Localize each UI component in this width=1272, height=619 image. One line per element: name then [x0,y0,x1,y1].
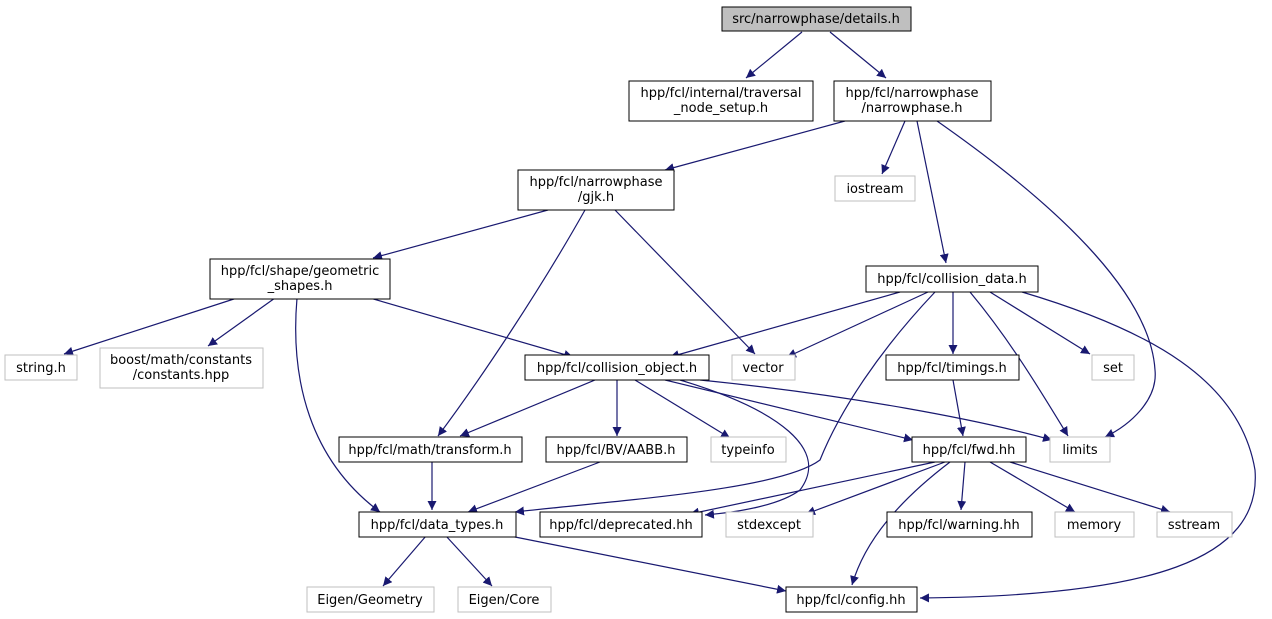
edge-gjk-to-geom [372,209,549,260]
node-typeinfo[interactable]: typeinfo [710,436,787,463]
svg-text:hpp/fcl/timings.h: hpp/fcl/timings.h [897,361,1006,376]
svg-text:stdexcept: stdexcept [737,518,801,533]
svg-text:hpp/fcl/warning.hh: hpp/fcl/warning.hh [898,518,1020,533]
edge-narrowphase-to-gjk [664,120,846,172]
node-limits[interactable]: limits [1049,436,1111,463]
svg-text:string.h: string.h [16,361,66,376]
node-deprecated[interactable]: hpp/fcl/deprecated.hh [539,511,703,538]
edge-aabb-to-datatypes [467,461,601,514]
svg-text:hpp/fcl/shape/geometric: hpp/fcl/shape/geometric [221,264,380,279]
edge-details-to-traversal [745,31,803,79]
svg-text:/narrowphase.h: /narrowphase.h [862,101,963,116]
edge-coldata-to-limits [969,291,1069,437]
node-aabb[interactable]: hpp/fcl/BV/AABB.h [545,436,688,463]
node-set[interactable]: set [1091,354,1135,381]
node-narrowphase[interactable]: hpp/fcl/narrowphase /narrowphase.h [833,80,992,122]
svg-text:hpp/fcl/data_types.h: hpp/fcl/data_types.h [371,518,504,533]
svg-text:set: set [1103,361,1123,376]
edge-colobj-to-typeinfo [634,379,731,439]
svg-text:hpp/fcl/deprecated.hh: hpp/fcl/deprecated.hh [549,518,692,533]
edge-coldata-to-set [989,291,1091,355]
edge-coldata-to-vector [786,291,929,358]
edge-datatypes-to-eigengeom [382,535,427,587]
node-vector[interactable]: vector [731,354,796,381]
svg-text:hpp/fcl/internal/traversal: hpp/fcl/internal/traversal [641,86,802,101]
svg-text:Eigen/Geometry: Eigen/Geometry [317,593,423,608]
svg-text:hpp/fcl/math/transform.h: hpp/fcl/math/transform.h [348,443,511,458]
svg-text:boost/math/constants: boost/math/constants [110,353,252,368]
node-collision-data[interactable]: hpp/fcl/collision_data.h [865,265,1039,293]
node-config[interactable]: hpp/fcl/config.hh [785,586,918,613]
node-gjk[interactable]: hpp/fcl/narrowphase /gjk.h [517,169,675,211]
node-geometric-shapes[interactable]: hpp/fcl/shape/geometric _shapes.h [209,258,391,300]
node-eigen-geometry[interactable]: Eigen/Geometry [306,586,435,613]
edge-coldata-to-colobj [669,291,901,359]
edge-geom-to-boost [207,297,276,347]
edge-coldata-to-config [919,291,1256,603]
edge-fwd-to-stdexcept [805,461,946,516]
edge-gjk-to-transform [437,209,586,437]
edge-geom-to-datatypes [295,297,381,513]
svg-text:hpp/fcl/collision_object.h: hpp/fcl/collision_object.h [537,361,697,376]
svg-text:_node_setup.h: _node_setup.h [673,101,768,116]
edge-colobj-to-transform [459,379,596,437]
edge-fwd-to-memory [989,461,1076,513]
svg-text:hpp/fcl/BV/AABB.h: hpp/fcl/BV/AABB.h [557,443,676,458]
edge-fwd-to-deprecated [689,461,936,517]
node-stdexcept[interactable]: stdexcept [725,511,814,538]
svg-text:hpp/fcl/narrowphase: hpp/fcl/narrowphase [845,86,978,101]
edge-fwd-to-warning [957,461,967,511]
node-root-label: src/narrowphase/details.h [732,12,900,27]
node-traversal[interactable]: hpp/fcl/internal/traversal _node_setup.h [628,80,814,122]
edge-geom-to-colobj [369,297,574,359]
edge-narrowphase-to-iostream [881,120,906,175]
svg-text:limits: limits [1062,443,1098,458]
svg-text:hpp/fcl/collision_data.h: hpp/fcl/collision_data.h [877,272,1027,287]
edge-colobj-to-deprecated [679,379,810,519]
edge-fwd-to-sstream [1009,461,1171,514]
edge-geom-to-string [63,297,238,356]
node-root[interactable]: src/narrowphase/details.h [721,6,912,32]
node-data-types[interactable]: hpp/fcl/data_types.h [358,511,517,538]
node-eigen-core[interactable]: Eigen/Core [457,586,552,613]
edge-datatypes-to-eigencore [445,535,493,587]
edge-coldata-to-datatypes [514,291,936,516]
svg-text:Eigen/Core: Eigen/Core [469,593,540,608]
edge-datatypes-to-config [509,535,787,594]
node-fwd[interactable]: hpp/fcl/fwd.hh [911,436,1027,463]
node-sstream[interactable]: sstream [1156,511,1233,538]
edges [63,31,1256,603]
node-iostream[interactable]: iostream [834,175,916,202]
svg-text:memory: memory [1067,518,1122,533]
edge-details-to-narrowphase [829,31,887,79]
edge-colobj-to-limits [699,379,1053,442]
svg-text:_shapes.h: _shapes.h [267,279,333,294]
svg-text:sstream: sstream [1168,518,1220,533]
edge-gjk-to-vector [614,209,756,355]
svg-text:vector: vector [742,361,784,376]
node-warning[interactable]: hpp/fcl/warning.hh [886,511,1033,538]
edge-timings-to-fwd [952,379,966,437]
node-memory[interactable]: memory [1054,511,1135,538]
svg-text:hpp/fcl/fwd.hh: hpp/fcl/fwd.hh [923,443,1016,458]
edge-colobj-to-fwd [664,379,914,443]
node-boost-constants[interactable]: boost/math/constants /constants.hpp [99,347,264,389]
svg-text:hpp/fcl/narrowphase: hpp/fcl/narrowphase [529,175,662,190]
svg-text:/constants.hpp: /constants.hpp [133,368,230,383]
edge-narrowphase-to-limits [936,120,1156,438]
node-string[interactable]: string.h [4,354,78,381]
svg-text:typeinfo: typeinfo [721,443,774,458]
svg-text:hpp/fcl/config.hh: hpp/fcl/config.hh [796,593,905,608]
node-collision-object[interactable]: hpp/fcl/collision_object.h [524,354,710,381]
edge-narrowphase-to-coldata [916,120,949,264]
node-transform[interactable]: hpp/fcl/math/transform.h [338,436,523,463]
svg-text:iostream: iostream [846,182,903,197]
svg-text:/gjk.h: /gjk.h [578,190,614,205]
node-timings[interactable]: hpp/fcl/timings.h [885,354,1020,381]
